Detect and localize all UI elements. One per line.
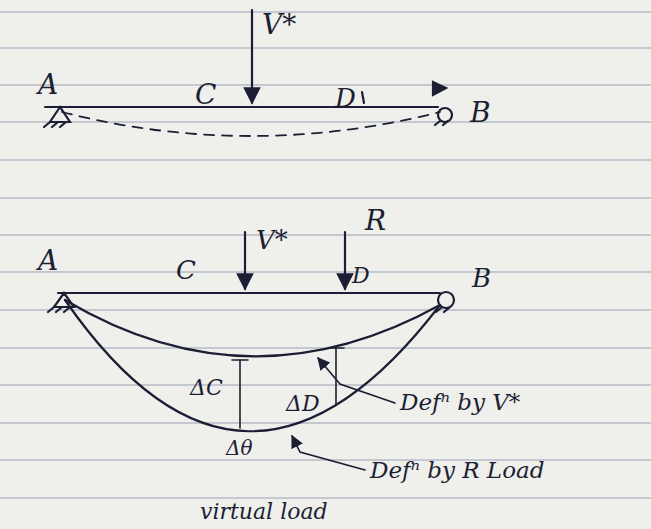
- dimension-tick: [328, 347, 344, 349]
- point-label: B: [470, 98, 491, 129]
- point-label: C: [195, 80, 216, 111]
- deflection-label: Δθ: [226, 437, 252, 459]
- annotation-note: Defⁿ by R Load: [370, 458, 544, 483]
- load-arrow: [244, 232, 246, 289]
- load-label: R: [365, 206, 386, 237]
- annotation-note: virtual load: [200, 500, 328, 524]
- deflection-label: ΔC: [190, 376, 223, 400]
- load-label: V*: [256, 226, 288, 255]
- load-label: V*: [262, 10, 296, 41]
- deflection-label: ΔD: [286, 392, 320, 416]
- dimension-line: [335, 348, 337, 404]
- annotation-note: Defⁿ by V*: [400, 390, 520, 415]
- beam: [58, 292, 440, 294]
- load-arrow: [344, 232, 346, 289]
- load-arrow: [251, 10, 253, 103]
- leader-line: [292, 436, 365, 470]
- point-label: D: [335, 84, 356, 113]
- roller-support: [438, 108, 452, 122]
- point-label: D: [352, 264, 370, 288]
- deflected-shape: [62, 112, 440, 136]
- point-mark: [362, 92, 364, 103]
- dimension-line: [239, 360, 241, 428]
- point-label: C: [176, 256, 196, 285]
- beam: [45, 106, 438, 108]
- ground-hatch: [435, 121, 448, 125]
- point-label: A: [38, 246, 58, 277]
- deflected-shape: [65, 300, 440, 356]
- point-label: A: [38, 70, 58, 101]
- ruled-lines: [0, 12, 651, 498]
- ink-mark: [433, 82, 446, 95]
- deflected-shape: [65, 300, 440, 431]
- leader-line: [318, 358, 395, 403]
- point-label: B: [472, 264, 491, 293]
- pin-support: [44, 107, 70, 127]
- dimension-tick: [232, 359, 248, 361]
